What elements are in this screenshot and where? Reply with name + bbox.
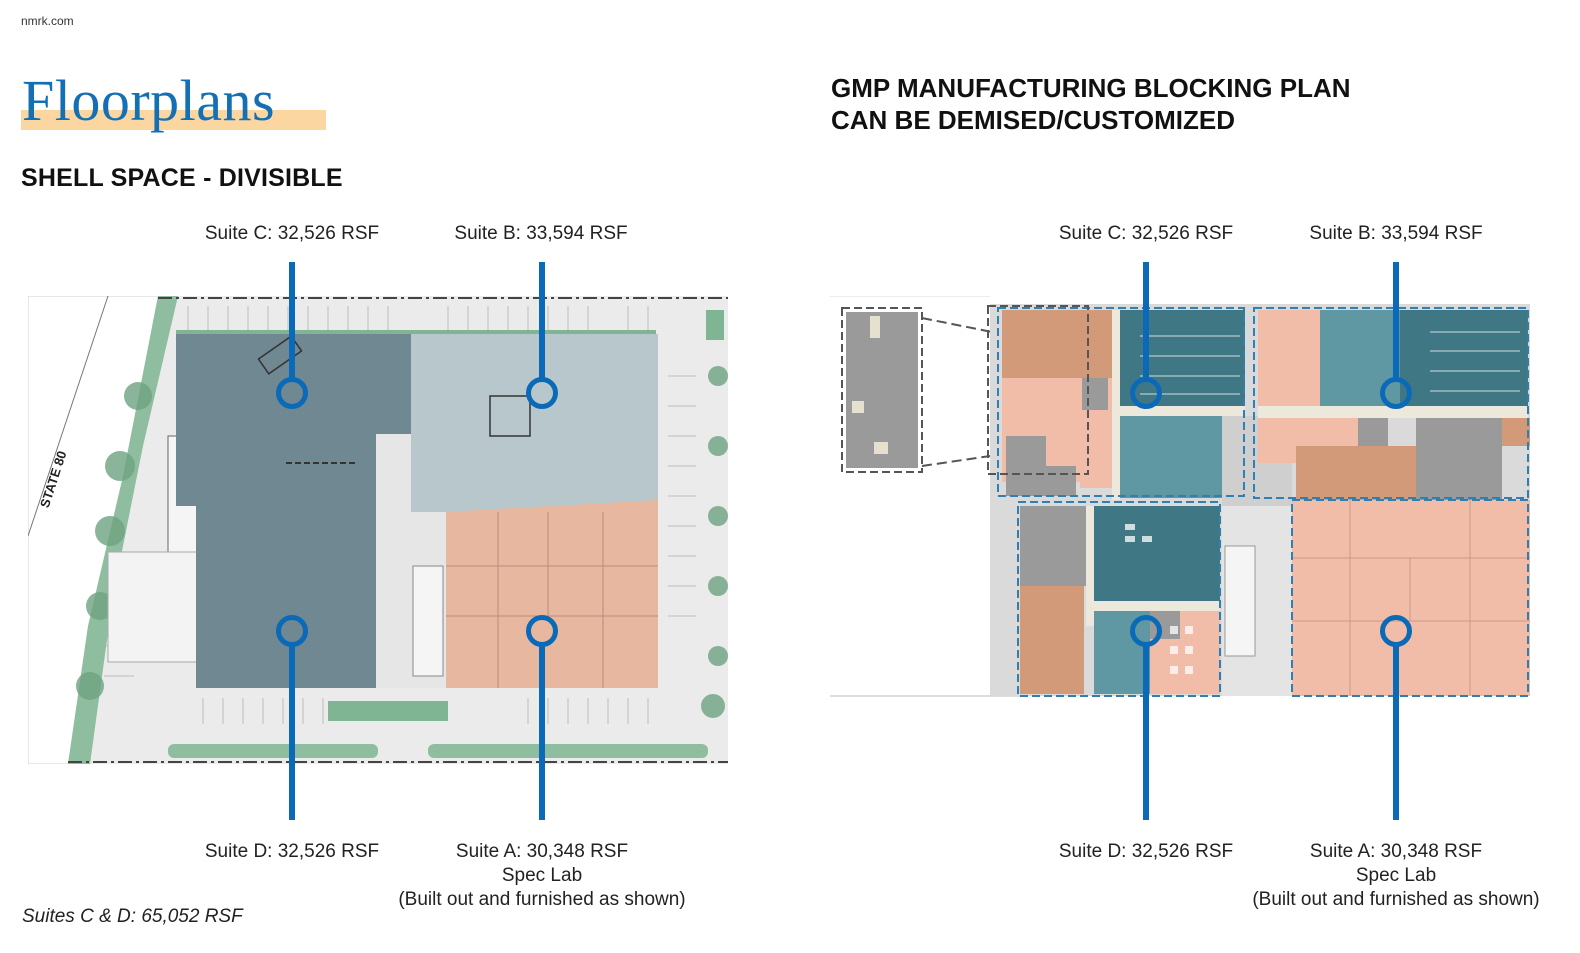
right-suite-d-label: Suite D: 32,526 RSF [1058, 841, 1234, 862]
right-suite-d-marker-icon[interactable] [1130, 615, 1162, 647]
page-title-block: Floorplans [20, 66, 326, 136]
left-suite-d-label: Suite D: 32,526 RSF [204, 841, 380, 862]
left-suite-a-pin-line [539, 645, 545, 820]
right-suite-a-marker-icon[interactable] [1380, 615, 1412, 647]
right-suite-c-pin-line [1143, 262, 1149, 379]
left-suite-c-label: Suite C: 32,526 RSF [204, 223, 380, 244]
left-suite-d-marker-icon[interactable] [276, 615, 308, 647]
right-suite-a-label-block: Suite A: 30,348 RSF Spec Lab (Built out … [1226, 840, 1566, 912]
right-heading-line-1: GMP MANUFACTURING BLOCKING PLAN [831, 73, 1351, 103]
site-url: nmrk.com [21, 14, 74, 28]
left-suite-a-label: Suite A: 30,348 RSF [455, 841, 629, 862]
page-title: Floorplans [22, 68, 276, 133]
title-highlight-bar [21, 110, 326, 130]
left-suite-a-sub2: (Built out and furnished as shown) [398, 889, 686, 910]
left-suite-d-pin-line [289, 645, 295, 820]
right-suite-b-marker-icon[interactable] [1380, 377, 1412, 409]
right-suite-c-marker-icon[interactable] [1130, 377, 1162, 409]
gmp-blocking-plan [830, 296, 1530, 697]
left-suite-a-marker-icon[interactable] [526, 615, 558, 647]
right-suite-b-pin-line [1393, 262, 1399, 379]
suites-total-note: Suites C & D: 65,052 RSF [22, 906, 243, 927]
left-suite-b-pin-line [539, 262, 545, 379]
left-suite-c-marker-icon[interactable] [276, 377, 308, 409]
right-suite-d-pin-line [1143, 645, 1149, 820]
right-suite-c-label: Suite C: 32,526 RSF [1058, 223, 1234, 244]
left-suite-a-label-block: Suite A: 30,348 RSF Spec Lab (Built out … [372, 840, 712, 912]
left-suite-b-marker-icon[interactable] [526, 377, 558, 409]
right-suite-b-label: Suite B: 33,594 RSF [1309, 223, 1483, 244]
left-section-heading: SHELL SPACE - DIVISIBLE [21, 164, 343, 192]
right-suite-a-label: Suite A: 30,348 RSF [1309, 841, 1483, 862]
right-section-heading: GMP MANUFACTURING BLOCKING PLAN CAN BE D… [831, 72, 1351, 136]
right-suite-a-pin-line [1393, 645, 1399, 820]
right-suite-a-sub1: Spec Lab [1355, 865, 1437, 886]
right-heading-line-2: CAN BE DEMISED/CUSTOMIZED [831, 105, 1235, 135]
right-suite-a-sub2: (Built out and furnished as shown) [1252, 889, 1540, 910]
left-suite-c-pin-line [289, 262, 295, 379]
left-suite-b-label: Suite B: 33,594 RSF [454, 223, 628, 244]
left-suite-a-sub1: Spec Lab [501, 865, 583, 886]
shell-space-site-plan: STATE 80 [28, 296, 728, 764]
